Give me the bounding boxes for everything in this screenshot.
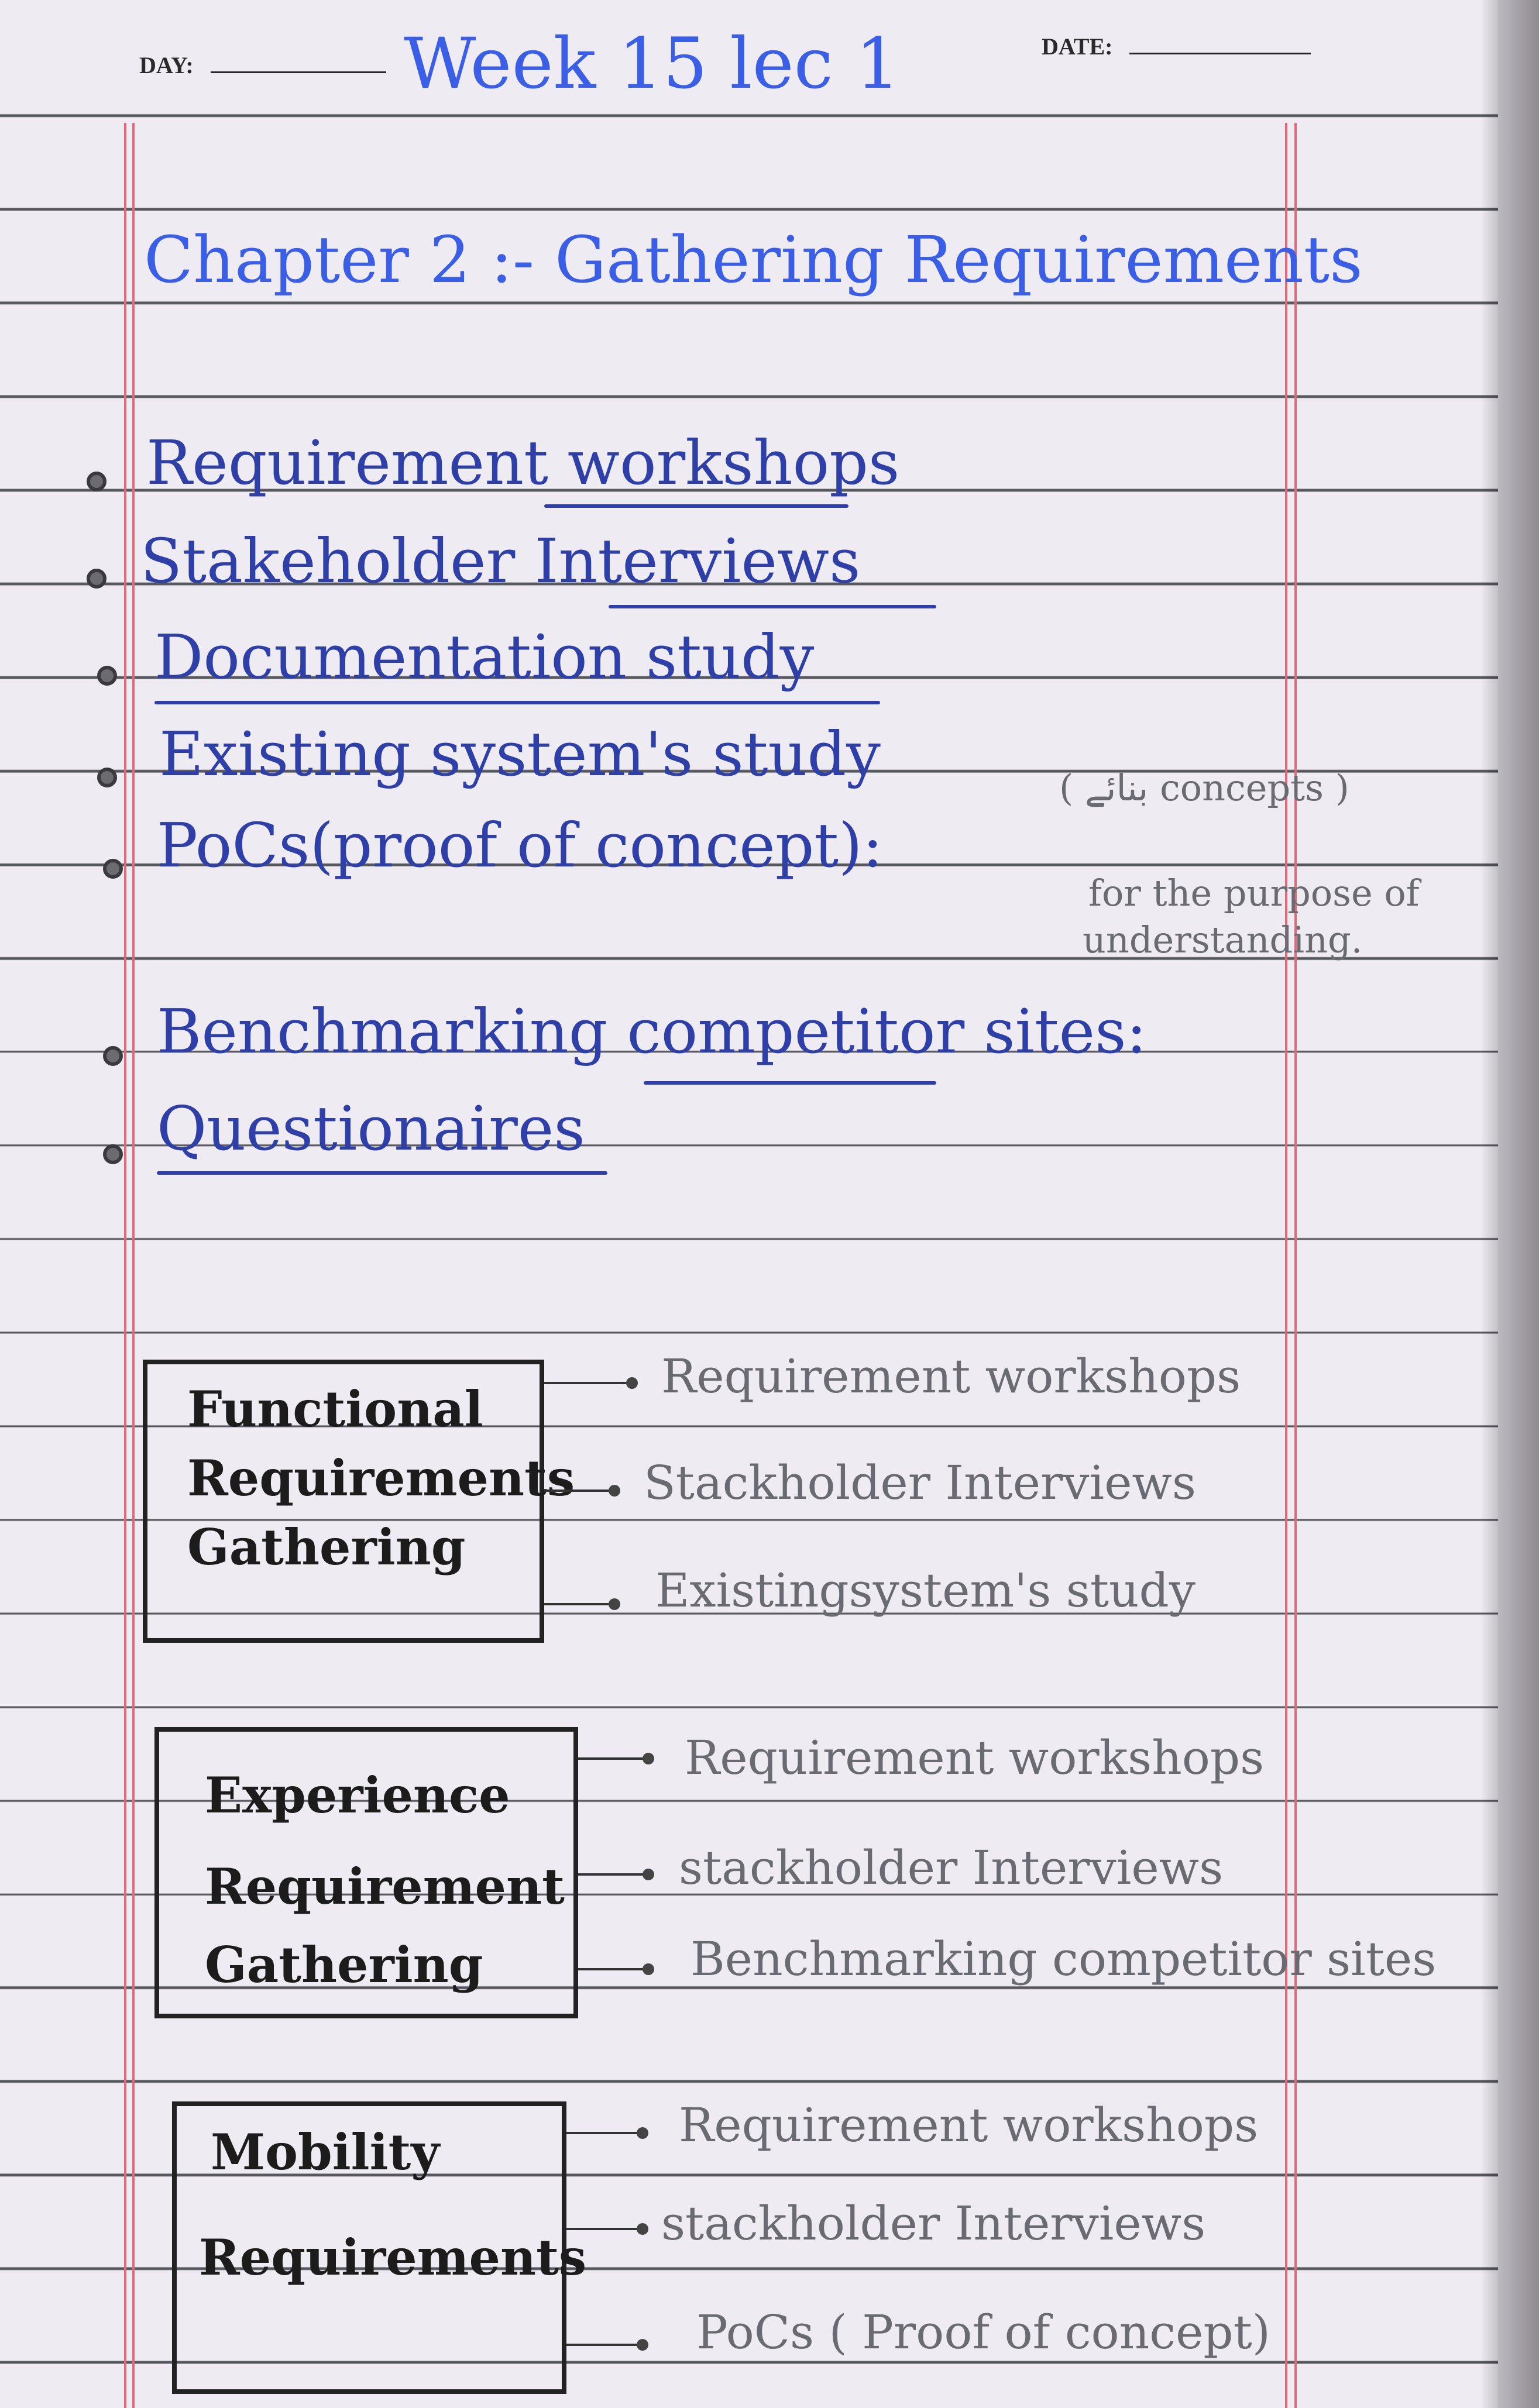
group-box-line: Requirement [205,1857,565,1915]
bullet-dot [97,768,117,787]
group-box-line: Functional [187,1380,483,1438]
branch-arrow [566,2339,648,2351]
group-box-line: Experience [205,1766,510,1824]
right-margin-line [1285,123,1287,2408]
list-item: Documentation study [154,621,815,693]
group-box-line: Mobility [211,2123,440,2181]
group-box [143,1360,544,1643]
list-item: PoCs(proof of concept): [157,810,883,881]
group-box-line: Requirements [199,2228,587,2286]
bullet-dot [87,569,107,589]
day-label: DAY: [139,52,194,78]
right-margin-line-2 [1294,123,1297,2408]
bullet-dot [103,859,123,879]
branch-arrow [544,1377,638,1389]
list-item: Benchmarking competitor sites: [157,996,1147,1067]
poc-note-line: ( بنائے concepts ) [1059,766,1349,809]
underline [644,1081,936,1085]
branch-arrow [566,2223,648,2235]
day-underline [211,71,386,73]
branch-arrow [578,1753,654,1764]
branch-arrow [566,2127,648,2139]
next-page-edge [1498,0,1539,2408]
page-binding-shadow [1480,0,1498,2408]
branch-item: Requirement workshops [661,1349,1241,1403]
bullet-dot [103,1144,123,1164]
branch-arrow [544,1485,620,1497]
bullet-dot [103,1046,123,1066]
branch-item: stackholder Interviews [661,2196,1206,2251]
group-box-line: Gathering [205,1936,483,1994]
group-box-line: Gathering [187,1518,466,1576]
underline [154,701,880,704]
branch-arrow [578,1963,654,1975]
branch-item: Requirement workshops [685,1731,1265,1785]
underline [544,504,848,508]
branch-item: Requirement workshops [679,2098,1259,2152]
group-box [172,2101,566,2394]
bullet-dot [97,666,117,686]
branch-item: Benchmarking competitor sites [691,1932,1437,1986]
poc-note-line: for the purpose of [1088,872,1420,914]
bullet-dot [87,472,107,491]
notebook-page: DAY: Week 15 lec 1 DATE: Chapter 2 :- Ga… [0,0,1498,2408]
branch-arrow [544,1598,620,1610]
branch-item: stackholder Interviews [679,1841,1224,1895]
left-margin-line [124,123,126,2408]
group-box [154,1727,578,2018]
list-item: Questionaires [157,1093,585,1164]
date-label: DATE: [1042,33,1113,60]
left-margin-line-2 [132,123,135,2408]
page-title: Week 15 lec 1 [404,23,901,105]
branch-arrow [578,1869,654,1880]
group-box-line: Requirements [187,1449,575,1507]
poc-note-line: understanding. [1083,919,1363,961]
list-item: Stakeholder Interviews [140,525,861,597]
underline [157,1171,607,1175]
chapter-heading: Chapter 2 :- Gathering Requirements [144,222,1363,297]
date-underline [1129,53,1311,54]
branch-item: Existingsystem's study [655,1563,1196,1618]
list-item: Requirement workshops [146,427,900,498]
list-item: Existing system's study [159,718,881,790]
branch-item: Stackholder Interviews [644,1456,1196,1510]
underline [609,605,936,608]
branch-item: PoCs ( Proof of concept) [696,2305,1270,2359]
